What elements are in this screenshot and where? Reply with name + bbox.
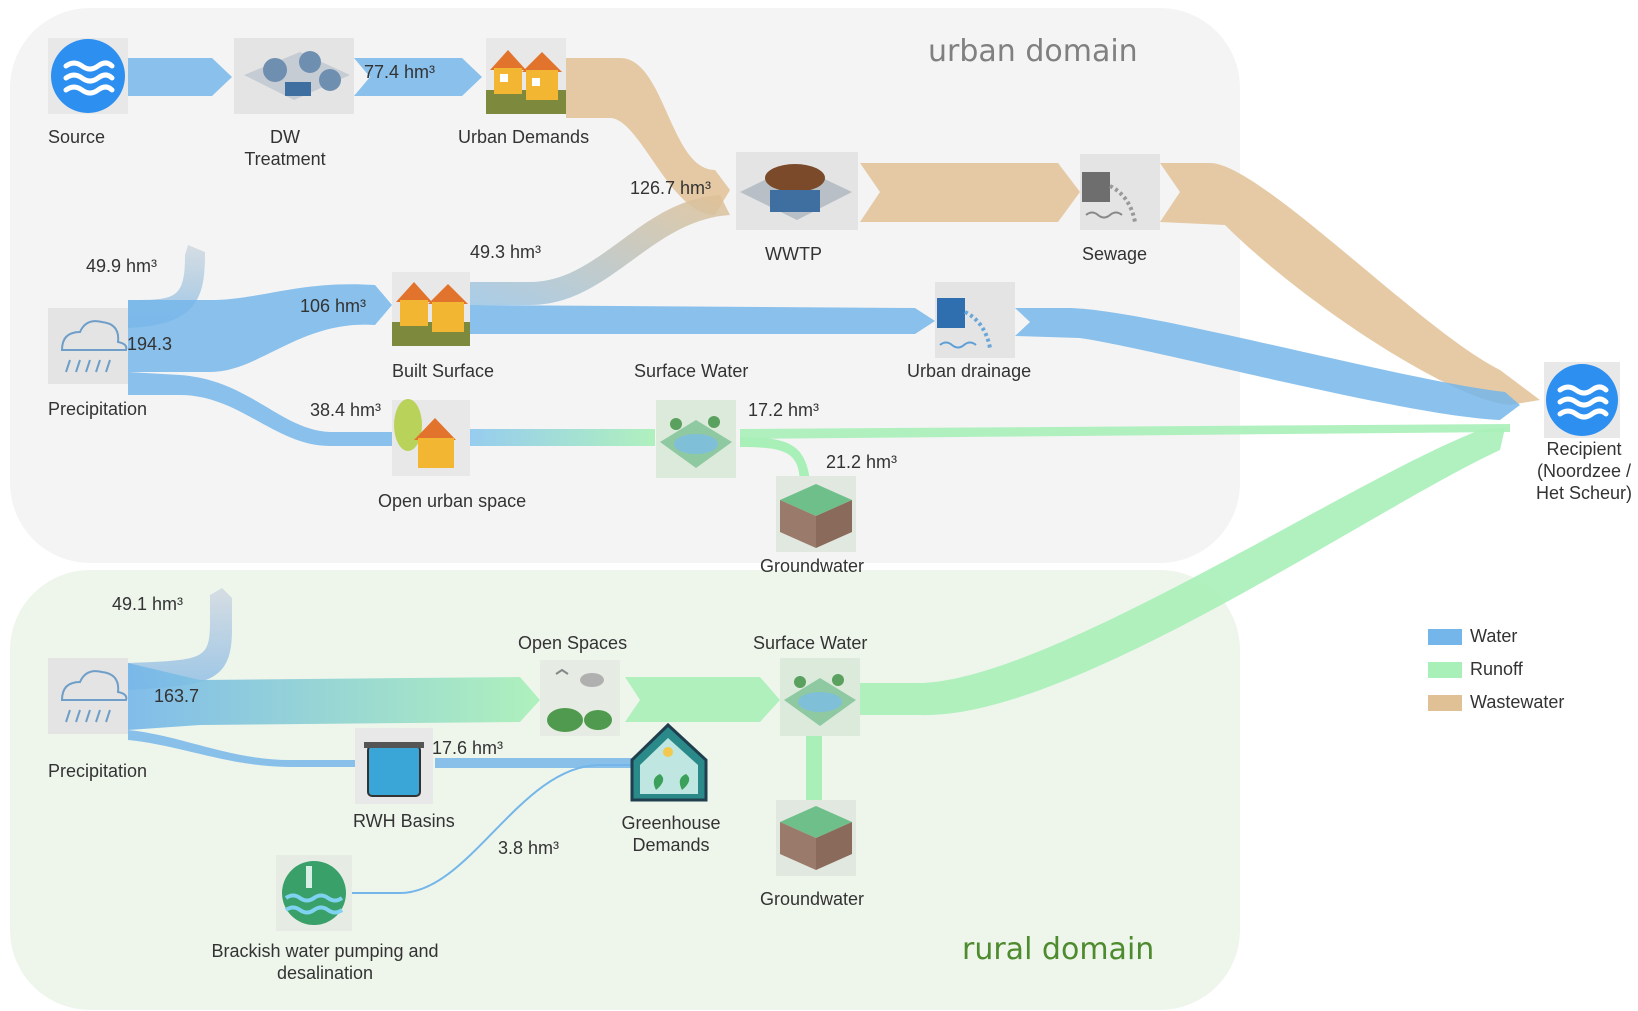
flow-label-sw-to-recipient: 17.2 hm³ [748,400,820,420]
flow-source-to-dw [128,58,232,96]
open-spaces-label: Open Spaces [518,633,628,653]
greenhouse-label: Greenhouse Demands [612,812,730,856]
flow-label-precip-to-open: 38.4 hm³ [310,400,382,420]
flow-wwtp-to-sewage [860,163,1080,222]
flow-label-precip-rural-total: 163.7 [154,686,200,706]
flow-surface-water-to-groundwater [740,437,810,480]
legend-label-wastewater: Wastewater [1470,692,1565,712]
flow-label-evap-rural: 49.1 hm³ [112,594,184,614]
dw-label-line1: DW [270,127,300,147]
legend-swatch-wastewater [1428,694,1462,711]
legend-item-water: Water [1428,620,1564,653]
open-urban-space-label: Open urban space [378,491,527,511]
legend-label-water: Water [1470,626,1518,646]
flow-open-to-surface-water [470,429,655,446]
flow-precip-to-built [128,284,392,372]
flow-label-precip-to-built: 106 hm³ [300,296,367,316]
groundwater-rural-label: Groundwater [760,889,865,909]
surface-water-rural-label: Surface Water [753,633,868,653]
wwtp-label: WWTP [765,244,822,264]
rural-domain-label: rural domain [962,932,1155,967]
flow-built-to-drainage [470,305,935,334]
flow-label-evap-urban: 49.9 hm³ [86,256,158,276]
flow-drainage-to-recipient [1015,308,1520,420]
precipitation-rural-label: Precipitation [48,761,148,781]
flow-open-spaces-to-surface-water [625,677,780,722]
source-label: Source [48,127,106,147]
dw-treatment-label: DW Treatment [240,126,330,170]
legend-item-wastewater: Wastewater [1428,686,1564,719]
groundwater-urban-label: Groundwater [760,556,865,576]
flow-label-built-to-wwtp: 49.3 hm³ [470,242,542,262]
flow-sewage-to-recipient [1160,163,1540,405]
flow-surface-water-to-recipient [740,424,1510,439]
flow-precip-to-rwh [128,730,355,767]
brackish-label-line2: desalination [276,963,374,983]
recipient-label-line2: (Noordzee / [1536,461,1632,481]
precipitation-urban-label: Precipitation [48,399,148,419]
flow-surface-water-rural-to-recipient [860,428,1505,716]
urban-domain-label: urban domain [928,34,1138,69]
flow-label-sw-to-groundwater: 21.2 hm³ [826,452,898,472]
recipient-label-line1: Recipient [1546,439,1622,459]
flow-label-brackish-to-greenhouse: 3.8 hm³ [498,838,560,858]
built-surface-label: Built Surface [392,361,495,381]
sewage-label: Sewage [1082,244,1148,264]
legend-swatch-runoff [1428,661,1462,678]
surface-water-urban-label: Surface Water [634,361,749,381]
recipient-label: Recipient (Noordzee / Het Scheur) [1530,438,1638,504]
brackish-label-line1: Brackish water pumping and [211,941,439,961]
flow-label-rwh-to-greenhouse: 17.6 hm³ [432,738,504,758]
urban-drainage-label: Urban drainage [907,361,1032,381]
legend-swatch-water [1428,628,1462,645]
legend-label-runoff: Runoff [1470,659,1523,679]
flow-rwh-to-greenhouse [435,758,632,768]
legend-item-runoff: Runoff [1428,653,1564,686]
recipient-label-line3: Het Scheur) [1535,483,1633,503]
flow-label-dw-to-demands: 77.4 hm³ [364,62,436,82]
flow-dw-to-urban-demands [354,58,482,96]
flow-precip-to-open-spaces [128,663,540,730]
rwh-basins-label: RWH Basins [353,811,455,831]
urban-demands-label: Urban Demands [458,127,590,147]
flow-brackish-to-greenhouse [352,764,632,894]
greenhouse-label-line1: Greenhouse [621,813,721,833]
dw-label-line2: Treatment [244,149,326,169]
flow-built-to-wwtp [470,195,730,305]
flow-precip-to-open [128,372,392,446]
legend: Water Runoff Wastewater [1428,620,1564,719]
brackish-label: Brackish water pumping and desalination [196,940,454,984]
flow-urban-demands-to-wwtp [566,58,730,215]
flow-evaporation-rural [128,588,232,690]
flow-surface-water-to-groundwater-rural [806,735,822,800]
flow-label-to-wwtp: 126.7 hm³ [630,178,712,198]
flow-label-precip-urban-total: 194.3 [127,334,173,354]
greenhouse-label-line2: Demands [632,835,710,855]
